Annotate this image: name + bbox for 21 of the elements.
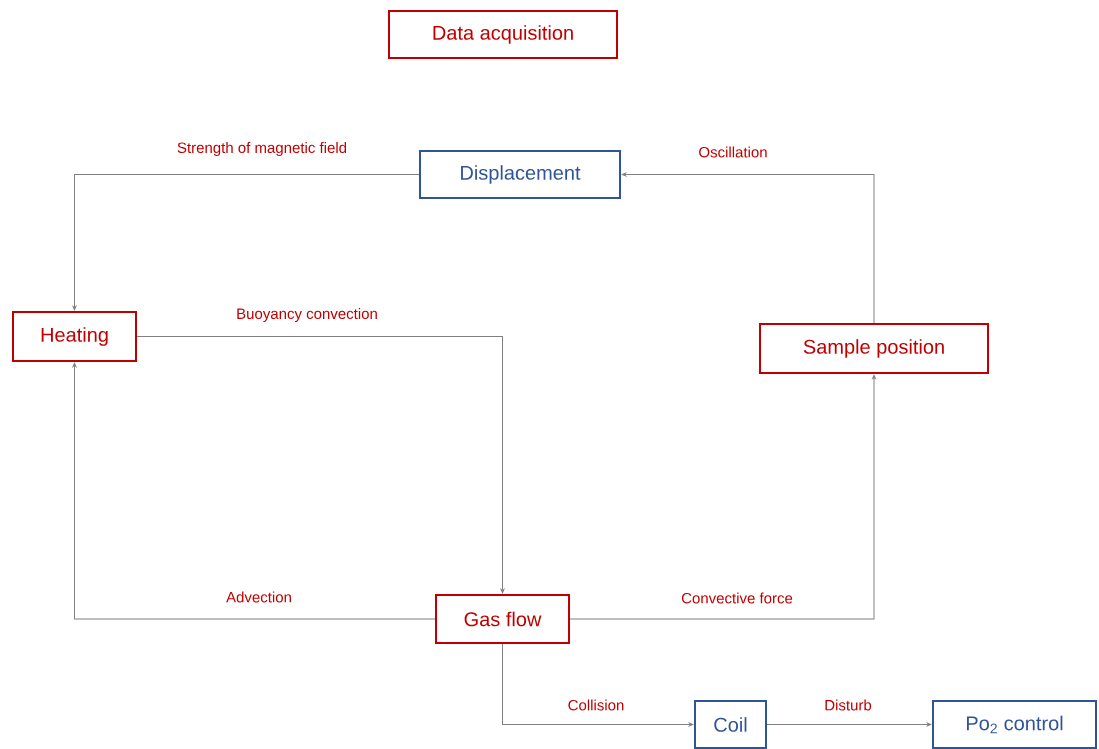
arrow	[766, 722, 932, 727]
edge-label: Collision	[566, 698, 626, 712]
arrow	[621, 172, 875, 324]
process-box: Displacement	[419, 150, 621, 199]
edge-label: Advection	[225, 590, 293, 604]
process-box: Heating	[12, 311, 137, 362]
edge-label: Strength of magnetic field	[175, 141, 349, 157]
process-box: Coil	[694, 700, 767, 749]
arrow	[502, 643, 694, 727]
edge-label: Oscillation	[697, 145, 769, 159]
process-box: Po$_{2}$ control	[932, 700, 1097, 749]
arrow	[136, 336, 505, 594]
process-box: Sample position	[759, 323, 989, 374]
process-box: Data acquisition	[388, 10, 618, 59]
arrow	[72, 174, 420, 311]
edge-label: Convective force	[680, 591, 794, 605]
edge-label: Disturb	[823, 698, 873, 712]
edge-label: Buoyancy convection	[235, 307, 379, 323]
arrow	[72, 362, 436, 620]
process-box: Gas flow	[435, 594, 570, 644]
arrow	[569, 374, 876, 620]
